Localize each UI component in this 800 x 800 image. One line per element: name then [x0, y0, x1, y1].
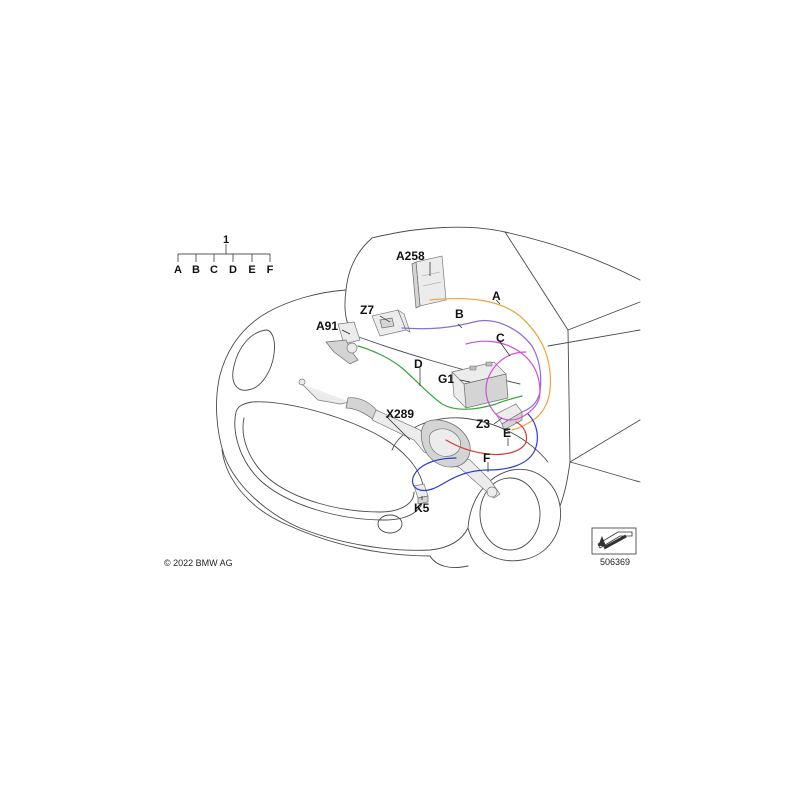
harness-branch-d [357, 345, 523, 410]
tree-leaf-b: B [192, 264, 200, 276]
harness-branch-f [411, 413, 538, 492]
label-harness-a: A [492, 289, 501, 303]
wiring-harness [357, 297, 552, 492]
leader-lines [341, 262, 511, 500]
copyright-text: © 2022 BMW AG [164, 558, 233, 568]
harness-branch-b [401, 320, 542, 413]
relay-k5 [413, 483, 429, 505]
label-x289: X289 [386, 407, 414, 421]
tree-leaf-d: D [229, 264, 237, 276]
sensor-a91 [325, 321, 361, 365]
module-a258 [411, 255, 447, 309]
label-k5: K5 [414, 501, 430, 515]
harness-branch-e [445, 421, 528, 456]
steering-rack-x289 [298, 378, 501, 499]
tree-leaf-a: A [174, 264, 182, 276]
label-z3: Z3 [476, 417, 490, 431]
car-body-outline [216, 226, 641, 568]
front-left-arrow-icon [591, 527, 637, 555]
label-harness-c: C [496, 331, 505, 345]
tree-leaf-f: F [267, 264, 274, 276]
harness-branch-a [429, 297, 552, 431]
harness-branch-c [465, 340, 541, 421]
battery-g1 [451, 361, 509, 409]
label-harness-d: D [414, 357, 423, 371]
tree-leaf-e: E [248, 264, 255, 276]
label-harness-f: F [483, 451, 490, 465]
label-harness-b: B [455, 307, 464, 321]
image-number: 506369 [600, 557, 630, 567]
label-z7: Z7 [360, 303, 374, 317]
connector-z7 [371, 309, 411, 337]
harness-labels: A B C D E F [414, 289, 511, 465]
label-a258: A258 [396, 249, 425, 263]
harness-tree: 1 A B C D E F [174, 234, 274, 276]
label-harness-e: E [503, 426, 511, 440]
tree-root-label: 1 [223, 234, 229, 246]
component-labels: A258 Z7 A91 G1 X289 Z3 K5 [316, 249, 490, 515]
label-g1: G1 [438, 372, 454, 386]
label-a91: A91 [316, 319, 338, 333]
tree-leaf-c: C [210, 264, 218, 276]
